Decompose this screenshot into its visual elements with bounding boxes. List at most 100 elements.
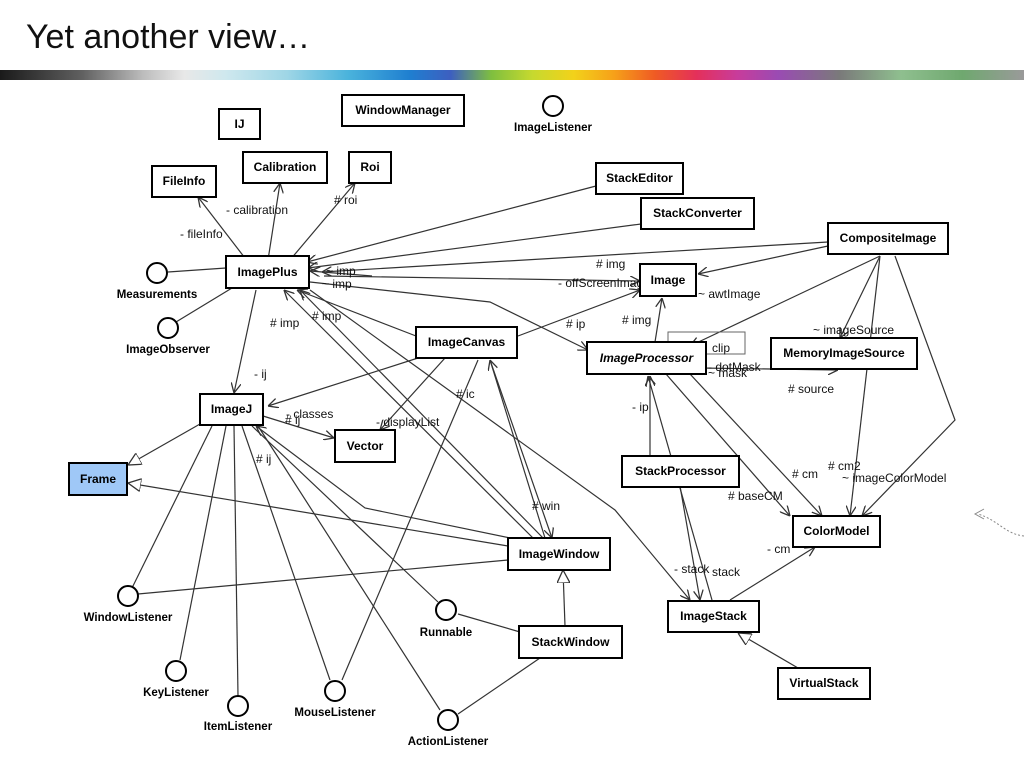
- edge-actionlistener-imagej: [257, 425, 441, 711]
- class-image[interactable]: Image: [639, 263, 697, 297]
- edge-imageobserver-imageplus: [175, 287, 233, 323]
- edge-virtualstack-imagestack: [738, 633, 799, 669]
- class-stackwindow[interactable]: StackWindow: [518, 625, 623, 659]
- label-img-1: # img: [596, 257, 625, 271]
- class-image-label: Image: [651, 273, 686, 287]
- label-imagecolormodel: ~ imageColorModel: [842, 471, 946, 485]
- slide-title: Yet another view…: [26, 18, 311, 56]
- edge-stackeditor-imageplus: [307, 185, 597, 262]
- label-clip: clip: [712, 341, 730, 355]
- edge-imageplus-calibration: [267, 183, 280, 261]
- edge-composite-colormodel-2: [862, 255, 956, 516]
- interface-itemlistener[interactable]: ItemListener: [204, 695, 273, 733]
- class-imagestack-label: ImageStack: [680, 609, 747, 623]
- class-compositeimage[interactable]: CompositeImage: [827, 222, 949, 255]
- edge-stackconverter-imageplus: [308, 223, 642, 268]
- class-imagej[interactable]: ImageJ: [199, 393, 264, 426]
- edge-composite-imageprocessor: [690, 255, 881, 346]
- cursor-dotted-arrowhead: [973, 508, 985, 520]
- class-imageplus[interactable]: ImagePlus: [225, 255, 310, 289]
- edge-imagewindow-imageplus: [284, 290, 536, 541]
- class-fileinfo[interactable]: FileInfo: [151, 165, 217, 198]
- label-ip: # ip: [566, 317, 586, 331]
- interface-measurements[interactable]: Measurements: [117, 262, 198, 301]
- interface-imageobserver[interactable]: ImageObserver: [126, 317, 210, 356]
- interface-mouselistener-label: MouseListener: [294, 707, 376, 719]
- edge-imagecanvas-imageplus: [297, 290, 417, 337]
- class-roi[interactable]: Roi: [348, 151, 392, 184]
- edge-imageplus-imagestack: [309, 289, 690, 600]
- edge-actionlistener-stackwindow: [457, 657, 541, 715]
- edge-imageprocessor-image: [654, 298, 662, 343]
- edge-imageplus-roi: [289, 183, 355, 261]
- edge-imagewindow-frame: [128, 483, 509, 547]
- class-fileinfo-label: FileInfo: [163, 174, 206, 188]
- label-source: # source: [788, 382, 834, 396]
- class-ij[interactable]: IJ: [218, 108, 261, 140]
- label-imagesource: ~ imageSource: [813, 323, 894, 337]
- class-imagecanvas-label: ImageCanvas: [428, 335, 506, 349]
- class-windowmanager[interactable]: WindowManager: [341, 94, 465, 127]
- class-stackeditor-label: StackEditor: [606, 171, 673, 185]
- class-calibration-label: Calibration: [254, 160, 317, 174]
- interface-mouselistener[interactable]: MouseListener: [294, 680, 376, 719]
- class-imageprocessor[interactable]: ImageProcessor: [586, 341, 707, 375]
- edge-mouselistener-imagecanvas: [341, 359, 479, 681]
- realizations: [131, 267, 541, 715]
- edge-itemlistener-imagej: [233, 425, 239, 697]
- class-stackconverter[interactable]: StackConverter: [640, 197, 755, 230]
- label-stack-2: stack: [712, 565, 741, 579]
- class-imageprocessor-label: ImageProcessor: [600, 351, 695, 365]
- interface-imagelistener[interactable]: ImageListener: [514, 95, 593, 134]
- class-imagewindow[interactable]: ImageWindow: [507, 537, 611, 571]
- class-calibration[interactable]: Calibration: [242, 151, 328, 184]
- interface-keylistener[interactable]: KeyListener: [143, 660, 209, 699]
- class-vector[interactable]: Vector: [334, 429, 396, 463]
- class-colormodel[interactable]: ColorModel: [792, 515, 881, 548]
- class-windowmanager-label: WindowManager: [355, 103, 451, 117]
- edge-composite-image: [698, 245, 829, 274]
- title-color-bar: [0, 70, 1024, 80]
- class-imagecanvas[interactable]: ImageCanvas: [415, 326, 518, 359]
- class-stackprocessor[interactable]: StackProcessor: [621, 455, 740, 488]
- edge-imagecanvas-imagewindow: [489, 359, 552, 538]
- label-ij-2: # ij: [285, 413, 300, 427]
- label-offscreenimage: - offScreenImage: [558, 276, 650, 290]
- label-stack-1: - stack: [674, 562, 710, 576]
- edge-measurements-imageplus: [167, 267, 227, 273]
- class-ij-label: IJ: [234, 117, 244, 131]
- class-imagewindow-label: ImageWindow: [519, 547, 600, 561]
- edge-imageplus-imagej: [234, 289, 257, 393]
- interface-actionlistener[interactable]: ActionListener: [408, 709, 489, 748]
- interface-windowlistener[interactable]: WindowListener: [84, 585, 173, 624]
- edge-mouselistener-imagej: [241, 425, 331, 681]
- edge-runnable-stackwindow: [457, 613, 521, 633]
- class-frame[interactable]: Frame: [68, 462, 128, 496]
- class-roi-label: Roi: [360, 160, 379, 174]
- edge-imageplus-imp: [310, 271, 373, 276]
- label-awtimage: ~ awtImage: [698, 287, 761, 301]
- interface-imageobserver-label: ImageObserver: [126, 344, 210, 356]
- label-mask: ~ mask: [708, 366, 748, 380]
- class-memoryimagesource[interactable]: MemoryImageSource: [770, 337, 918, 370]
- label-classes: - classes: [286, 407, 333, 421]
- class-imageplus-label: ImagePlus: [237, 265, 297, 279]
- class-stackeditor[interactable]: StackEditor: [595, 162, 684, 195]
- class-compositeimage-label: CompositeImage: [840, 231, 937, 245]
- edge-imagewindow-imagecanvas: [490, 360, 546, 539]
- class-imagestack[interactable]: ImageStack: [667, 600, 760, 633]
- label-displaylist: - displayList: [376, 415, 440, 429]
- label-cm: # cm: [792, 467, 818, 481]
- edge-imageplus-imageprocessor: [309, 281, 588, 350]
- generalizations: [128, 423, 799, 669]
- class-virtualstack[interactable]: VirtualStack: [777, 667, 871, 700]
- edge-imagewindow-imageplus-2: [300, 290, 546, 541]
- interface-runnable[interactable]: Runnable: [420, 599, 472, 639]
- interface-keylistener-label: KeyListener: [143, 687, 209, 699]
- edge-imagecanvas-imagej: [268, 357, 419, 406]
- class-memoryimagesource-label: MemoryImageSource: [783, 346, 905, 360]
- label-cm2: # cm2: [828, 459, 861, 473]
- label-win: # win: [532, 499, 560, 513]
- label-fileinfo: - fileInfo: [180, 227, 223, 241]
- class-colormodel-label: ColorModel: [804, 524, 870, 538]
